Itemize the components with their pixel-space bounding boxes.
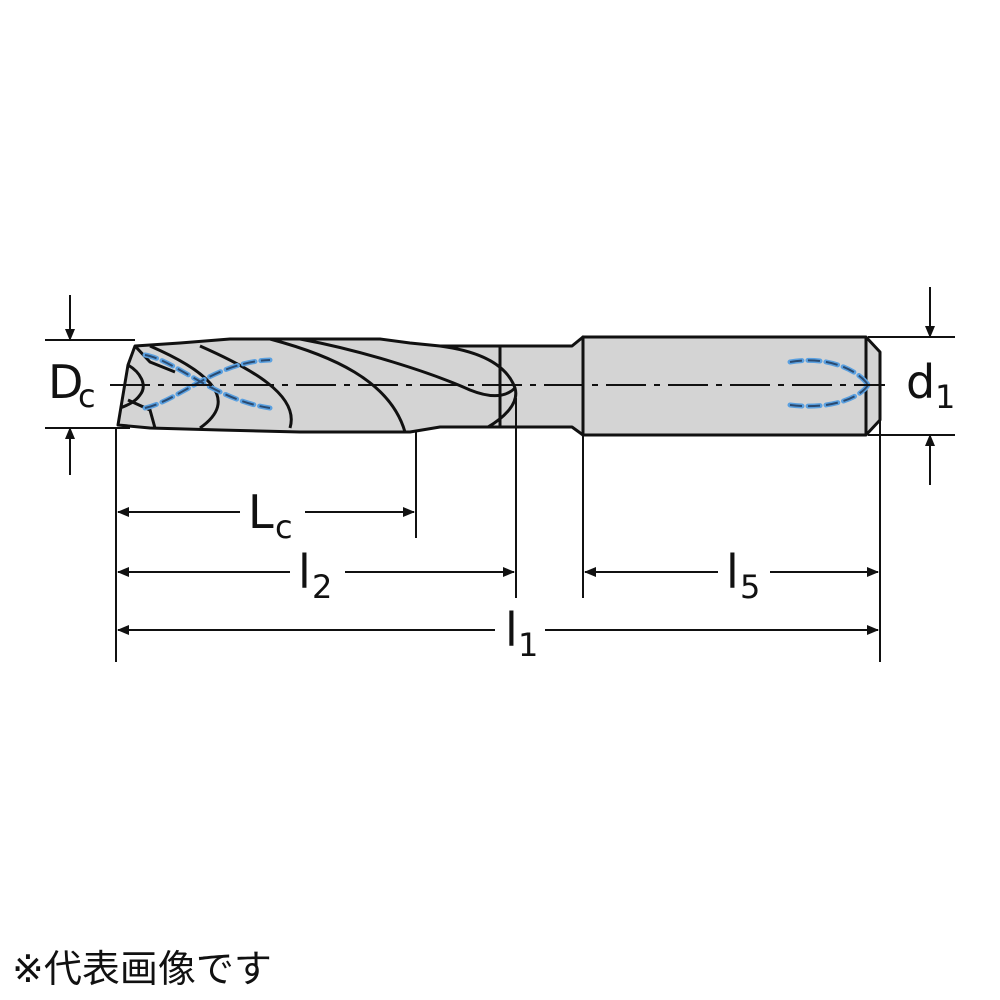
label-l5: l 5 bbox=[726, 545, 760, 606]
label-d1-main: d bbox=[906, 355, 935, 409]
label-l1-main: l bbox=[505, 603, 518, 657]
label-d1: d 1 bbox=[906, 355, 955, 416]
coolant-channels-inner bbox=[144, 354, 869, 409]
label-lc-main: L bbox=[248, 485, 274, 539]
label-d1-sub: 1 bbox=[935, 378, 955, 416]
dimension-arrows bbox=[65, 287, 935, 635]
label-dc: D c bbox=[48, 355, 96, 415]
extension-lines bbox=[45, 336, 955, 662]
label-l5-sub: 5 bbox=[740, 568, 760, 606]
label-dc-main: D bbox=[48, 355, 83, 409]
label-l2: l 2 bbox=[298, 545, 332, 606]
label-l1: l 1 bbox=[505, 603, 538, 664]
label-lc-sub: c bbox=[275, 508, 293, 546]
label-l1-sub: 1 bbox=[518, 626, 538, 664]
label-dc-sub: c bbox=[78, 377, 96, 415]
label-l5-main: l bbox=[726, 545, 739, 599]
representative-image-note: ※代表画像です bbox=[12, 947, 272, 991]
label-l2-main: l bbox=[298, 545, 311, 599]
label-lc: L c bbox=[248, 485, 293, 546]
label-l2-sub: 2 bbox=[312, 568, 332, 606]
